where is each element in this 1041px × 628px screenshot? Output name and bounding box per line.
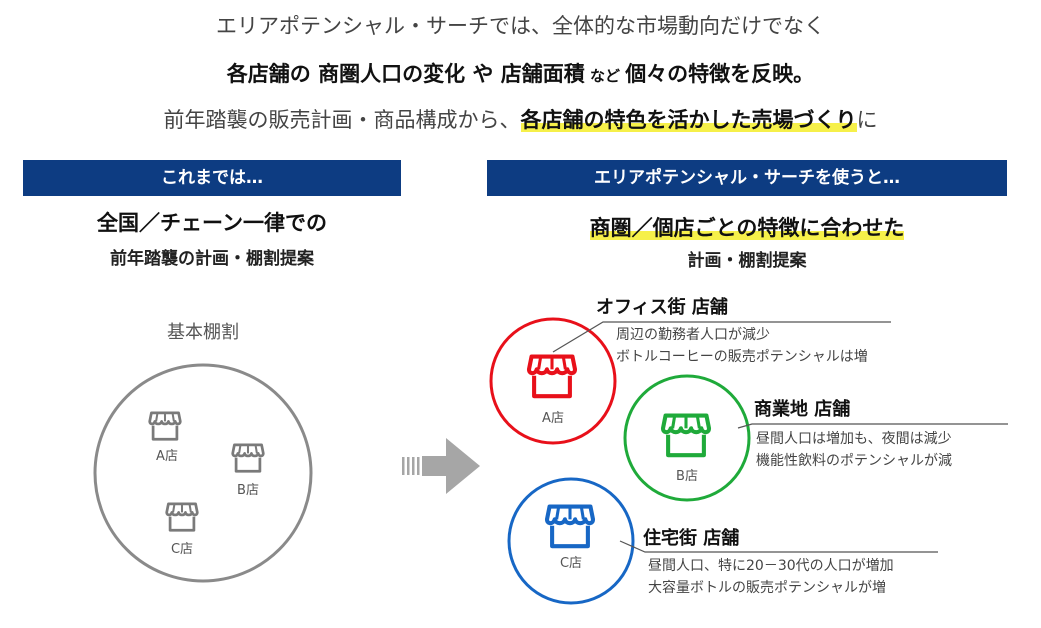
right-header-bar: エリアポテンシャル・サーチを使うと… <box>487 160 1007 196</box>
store-a-gray-icon <box>148 411 182 441</box>
right-subtitle-small: 計画・棚割提案 <box>687 251 807 271</box>
store-a-desc-1: 周辺の勤務者人口が減少 <box>616 327 770 343</box>
store-c-gray-label: C店 <box>170 542 194 557</box>
store-c-label: C店 <box>559 556 583 571</box>
store-b-label: B店 <box>676 469 698 484</box>
store-a-shop-icon <box>529 357 575 397</box>
store-c-shop-icon <box>547 507 593 547</box>
store-a-circle <box>489 317 617 445</box>
intro-line-2-part2: 個々の特徴を反映。 <box>625 62 815 86</box>
store-c-desc-2: 大容量ボトルの販売ポテンシャルが増 <box>648 580 886 596</box>
store-b-gray-icon <box>231 443 265 473</box>
left-subtitle-main: 全国／チェーン一律での <box>97 211 327 235</box>
intro-line-2-small: など <box>584 67 626 85</box>
store-c-gray-icon <box>165 502 199 532</box>
intro-line-3-part2: に <box>856 108 878 132</box>
intro-line-3: 前年踏襲の販売計画・商品構成から、各店舗の特色を活かした売場づくりに <box>0 104 1041 134</box>
basic-shelf-circle <box>93 363 313 583</box>
store-b-desc-2: 機能性飲料のポテンシャルが減 <box>756 453 952 469</box>
store-b-desc-1: 昼間人口は増加も、夜間は減少 <box>756 431 952 447</box>
left-subtitle-small: 前年踏襲の計画・棚割提案 <box>110 249 314 269</box>
store-b-shop-icon <box>663 416 709 456</box>
transition-arrow-icon <box>402 438 480 494</box>
intro-line-2: 各店舗の 商圏人口の変化 や 店舗面積 など 個々の特徴を反映。 <box>0 58 1041 88</box>
store-a-title: オフィス街 店舗 <box>596 297 728 318</box>
callout-lines <box>552 321 1008 553</box>
store-b-title: 商業地 店舗 <box>754 399 851 420</box>
store-b-desc: 昼間人口は増加も、夜間は減少 機能性飲料のポテンシャルが減 <box>756 428 952 472</box>
store-c-circle <box>507 477 635 605</box>
basic-shelf-label: 基本棚割 <box>167 322 239 343</box>
store-a-desc-2: ボトルコーヒーの販売ポテンシャルは増 <box>616 349 868 365</box>
store-b-gray-label: B店 <box>237 483 259 498</box>
intro-line-3-part1: 前年踏襲の販売計画・商品構成から、 <box>163 108 521 132</box>
store-a-gray-label: A店 <box>156 449 178 464</box>
right-subtitle-highlight: 商圏／個店ごとの特徴に合わせた <box>589 216 905 240</box>
intro-line-1: エリアポテンシャル・サーチでは、全体的な市場動向だけでなく <box>216 14 825 38</box>
intro-line-3-highlight: 各店舗の特色を活かした売場づくり <box>520 108 857 132</box>
store-c-desc: 昼間人口、特に20－30代の人口が増加 大容量ボトルの販売ポテンシャルが増 <box>648 555 894 599</box>
store-a-label: A店 <box>542 411 564 426</box>
intro-line-2-part1: 各店舗の 商圏人口の変化 や 店舗面積 <box>226 62 585 86</box>
right-subtitle-main: 商圏／個店ごとの特徴に合わせた <box>487 212 1007 242</box>
store-a-desc: 周辺の勤務者人口が減少 ボトルコーヒーの販売ポテンシャルは増 <box>616 324 868 368</box>
store-c-title: 住宅街 店舗 <box>643 528 740 549</box>
store-c-desc-1: 昼間人口、特に20－30代の人口が増加 <box>648 558 894 574</box>
store-b-circle <box>623 374 751 502</box>
left-header-bar: これまでは… <box>23 160 401 196</box>
